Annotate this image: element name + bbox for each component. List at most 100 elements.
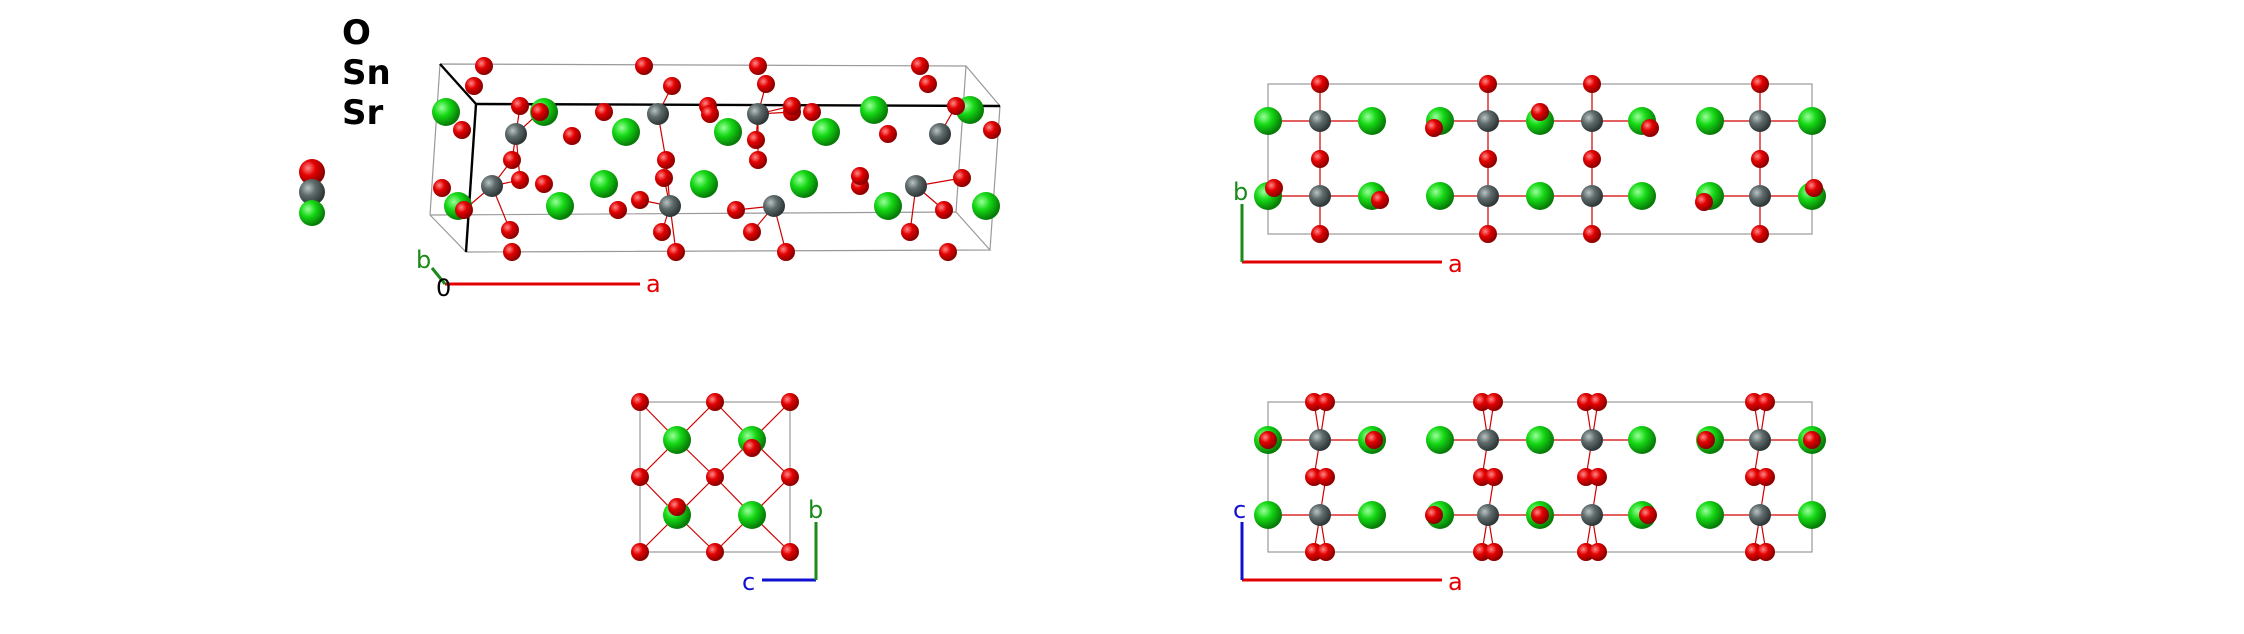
- strontium-atom: [590, 170, 618, 198]
- oxygen-atom: [1317, 393, 1335, 411]
- oxygen-atom: [511, 171, 529, 189]
- tin-atom: [1749, 504, 1771, 526]
- strontium-atom: [714, 118, 742, 146]
- tin-atom: [1477, 429, 1499, 451]
- tin-atom: [1581, 429, 1603, 451]
- legend-label-sn: Sn: [342, 53, 391, 93]
- tin-atom: [1309, 110, 1331, 132]
- ab-axis-a-label: a: [1448, 250, 1463, 278]
- tin-atom: [1477, 110, 1499, 132]
- oxygen-atom: [433, 179, 451, 197]
- oxygen-atom: [1479, 75, 1497, 93]
- oxygen-atom: [879, 125, 897, 143]
- oxygen-atom: [757, 75, 775, 93]
- oxygen-atom: [803, 103, 821, 121]
- oxygen-atom: [1531, 103, 1549, 121]
- strontium-atom: [1696, 107, 1724, 135]
- tin-atom: [647, 103, 669, 125]
- tin-atom: [929, 123, 951, 145]
- strontium-atom: [612, 118, 640, 146]
- legend-tin-atom: [299, 179, 325, 205]
- tin-atom: [1309, 429, 1331, 451]
- oxygen-atom: [1479, 225, 1497, 243]
- oxygen-atom: [465, 77, 483, 95]
- tin-atom: [763, 195, 785, 217]
- oxygen-atom: [1583, 225, 1601, 243]
- tin-atom: [1309, 185, 1331, 207]
- strontium-atom: [690, 170, 718, 198]
- oxygen-atom: [667, 243, 685, 261]
- strontium-atom: [1628, 182, 1656, 210]
- strontium-atom: [546, 192, 574, 220]
- ac-unit-cell: [1267, 401, 1813, 553]
- oxygen-atom: [1485, 468, 1503, 486]
- strontium-atom: [860, 96, 888, 124]
- oxygen-atom: [1583, 75, 1601, 93]
- strontium-atom: [972, 192, 1000, 220]
- strontium-atom: [1696, 501, 1724, 529]
- oxygen-atom: [1425, 119, 1443, 137]
- oxygen-atom: [1803, 431, 1821, 449]
- tin-atom: [1581, 185, 1603, 207]
- oxygen-atom: [1751, 150, 1769, 168]
- oxygen-atom: [609, 201, 627, 219]
- oxygen-atom: [706, 543, 724, 561]
- oxygen-atom: [1641, 119, 1659, 137]
- strontium-atom: [663, 426, 691, 454]
- tin-atom: [905, 175, 927, 197]
- tin-atom: [1309, 504, 1331, 526]
- oxygen-atom: [706, 468, 724, 486]
- oxygen-atom: [1311, 75, 1329, 93]
- oxygen-atom: [631, 393, 649, 411]
- perspective-axis-b-label: b: [416, 246, 431, 274]
- ac-axes: a c: [1233, 496, 1463, 596]
- strontium-atom: [432, 98, 460, 126]
- strontium-atom: [790, 170, 818, 198]
- oxygen-atom: [655, 169, 673, 187]
- oxygen-atom: [631, 191, 649, 209]
- ab-unit-cell: [1267, 83, 1813, 235]
- oxygen-atom: [631, 543, 649, 561]
- tin-atom: [1749, 429, 1771, 451]
- oxygen-atom: [453, 121, 471, 139]
- oxygen-atom: [749, 57, 767, 75]
- oxygen-atom: [1371, 191, 1389, 209]
- oxygen-atom: [1317, 468, 1335, 486]
- oxygen-atom: [983, 121, 1001, 139]
- oxygen-atom: [1589, 468, 1607, 486]
- oxygen-atom: [1259, 431, 1277, 449]
- ab-axes: a b: [1233, 178, 1463, 278]
- oxygen-atom: [1425, 506, 1443, 524]
- strontium-atom: [1358, 107, 1386, 135]
- tin-atom: [481, 175, 503, 197]
- tin-atom: [1477, 185, 1499, 207]
- oxygen-atom: [531, 103, 549, 121]
- oxygen-atom: [743, 223, 761, 241]
- oxygen-atom: [1317, 543, 1335, 561]
- oxygen-atom: [1757, 468, 1775, 486]
- oxygen-atom: [1751, 75, 1769, 93]
- oxygen-atom: [1311, 225, 1329, 243]
- oxygen-atom: [1479, 150, 1497, 168]
- oxygen-atom: [783, 97, 801, 115]
- oxygen-atom: [1589, 393, 1607, 411]
- tin-atom: [659, 195, 681, 217]
- ac-axis-a-label: a: [1448, 568, 1463, 596]
- oxygen-atom: [701, 105, 719, 123]
- strontium-atom: [738, 501, 766, 529]
- cb-axis-c-label: c: [742, 568, 755, 596]
- oxygen-atom: [1485, 543, 1503, 561]
- oxygen-atom: [1583, 150, 1601, 168]
- oxygen-atom: [777, 243, 795, 261]
- strontium-atom: [1798, 107, 1826, 135]
- oxygen-atom: [1757, 543, 1775, 561]
- oxygen-atom: [743, 439, 761, 457]
- tin-atom: [747, 103, 769, 125]
- oxygen-atom: [747, 131, 765, 149]
- oxygen-atom: [911, 57, 929, 75]
- perspective-axis-a-label: a: [646, 270, 661, 298]
- oxygen-atom: [781, 543, 799, 561]
- oxygen-atom: [663, 77, 681, 95]
- oxygen-atom: [503, 151, 521, 169]
